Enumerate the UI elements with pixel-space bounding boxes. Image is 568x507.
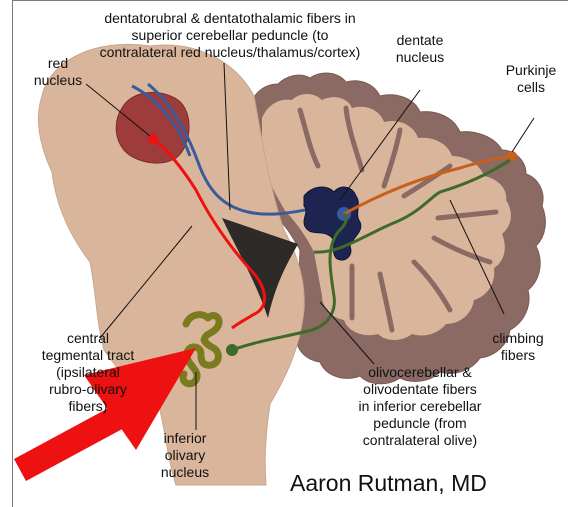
central-tegmental-label: central tegmental tract (ipsilateral rub… bbox=[28, 330, 148, 415]
inferior-olive-dot bbox=[226, 344, 238, 356]
climbing-fibers-label: climbing fibers bbox=[478, 330, 558, 364]
red-nucleus-shape bbox=[116, 92, 189, 163]
red-nucleus-label: red nucleus bbox=[28, 55, 88, 89]
purkinje-cells-label: Purkinje cells bbox=[496, 62, 566, 96]
inferior-olive-label: inferior olivary nucleus bbox=[140, 430, 230, 481]
author-credit: Aaron Rutman, MD bbox=[290, 470, 487, 497]
dentate-nucleus-label: dentate nucleus bbox=[380, 32, 460, 66]
olivocerebellar-label: olivocerebellar & olivodentate fibers in… bbox=[340, 364, 500, 449]
top-fibers-label: dentatorubral & dentatothalamic fibers i… bbox=[80, 10, 380, 61]
